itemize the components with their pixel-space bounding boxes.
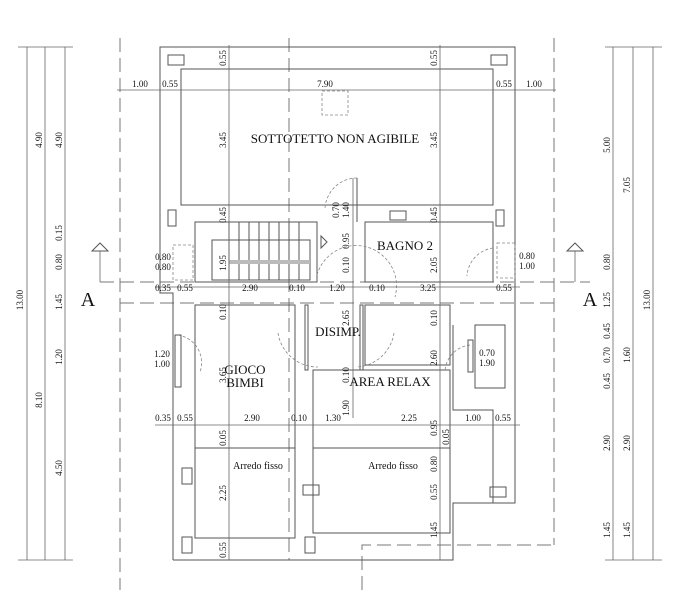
dim-label: 0.10 [369,283,385,293]
dim-label: 0.10 [218,304,228,320]
dim-label: 0.45 [429,207,439,223]
dimension-lines [18,45,662,561]
dim-label: 0.55 [429,484,439,500]
dim-label: 0.55 [162,79,178,89]
dim-label: 0.55 [218,50,228,66]
dim-label: 1.25 [602,292,612,308]
dim-label: 1.00 [465,413,481,423]
dim-label: 7.90 [317,79,333,89]
dim-label: 1.60 [622,347,632,363]
dim-label: 1.20 [54,349,64,365]
room-labels: SOTTOTETTO NON AGIBILE BAGNO 2 DISIMP. G… [224,131,433,472]
dim-label: 0.35 [155,413,171,423]
dim-label: 7.05 [622,177,632,193]
dim-label: 1.00 [526,79,542,89]
dim-label: 4.50 [54,460,64,476]
dim-label: 3.45 [218,132,228,148]
dim-label: 0.55 [177,283,193,293]
dim-label: 0.05 [441,429,451,445]
vertical-dimension-labels: 0.55 3.45 0.45 1.95 0.10 3.65 0.05 2.25 … [15,50,652,558]
boundary-lines [100,38,590,590]
dim-label: 2.65 [341,310,351,326]
opening-labels: 0.80 0.80 0.80 1.00 1.20 1.00 0.70 1.90 [154,251,535,369]
dim-label: 8.10 [34,392,44,408]
dim-label: 2.90 [602,435,612,451]
opening-label: 1.90 [479,358,495,368]
dim-label: 1.95 [218,255,228,271]
fixed-furniture-right: Arredo fisso [368,461,418,472]
dim-label: 0.10 [429,310,439,326]
opening-label: 0.70 [479,348,495,358]
opening-label: 1.00 [519,261,535,271]
door-swings [172,177,516,388]
dim-label: 0.45 [602,323,612,339]
section-markers: A A [81,242,598,311]
dim-label: 1.45 [622,522,632,538]
dim-label: 0.80 [54,254,64,270]
dim-label: 2.90 [244,413,260,423]
opening-label: 1.00 [154,359,170,369]
dim-label: 0.55 [495,413,511,423]
dim-label: 0.10 [341,367,351,383]
room-bath: BAGNO 2 [377,238,433,253]
section-label-left: A [81,289,96,311]
section-label-right: A [583,289,598,311]
dim-label: 1.40 [341,202,351,218]
room-hall: DISIMP. [315,324,361,339]
dim-label: 13.00 [15,289,25,310]
dim-label: 4.90 [54,132,64,148]
dim-label: 2.60 [429,350,439,366]
opening-label: 0.80 [155,252,171,262]
dim-label: 2.25 [401,413,417,423]
dim-label: 0.15 [54,225,64,241]
dim-label: 2.90 [622,435,632,451]
dim-label: 0.10 [291,413,307,423]
dim-label: 13.00 [642,289,652,310]
dim-label: 1.45 [54,294,64,310]
dim-label: 0.80 [602,254,612,270]
dim-label: 1.90 [341,400,351,416]
dim-label: 0.45 [602,373,612,389]
dim-label: 0.45 [218,207,228,223]
horizontal-dimension-labels: 1.00 0.55 7.90 0.55 1.00 0.35 0.55 2.90 … [132,79,542,423]
dim-label: 1.00 [132,79,148,89]
dim-label: 0.70 [602,347,612,363]
dim-label: 2.90 [242,283,258,293]
dim-label: 0.55 [496,283,512,293]
dim-label: 5.00 [602,137,612,153]
dim-label: 3.25 [420,283,436,293]
walls [159,46,516,561]
dim-label: 4.90 [34,132,44,148]
dim-label: 0.80 [429,456,439,472]
opening-label: 0.80 [519,251,535,261]
dim-label: 1.45 [429,522,439,538]
dim-label: 0.55 [177,413,193,423]
dim-label: 0.70 [331,202,341,218]
dim-label: 0.55 [429,50,439,66]
room-play-line1: GIOCO [224,362,265,377]
dim-label: 0.55 [218,542,228,558]
dim-label: 3.65 [218,367,228,383]
room-attic: SOTTOTETTO NON AGIBILE [251,131,420,146]
dim-label: 2.05 [429,257,439,273]
room-play-line2: BIMBI [226,375,264,390]
dim-label: 0.95 [341,233,351,249]
dim-label: 0.10 [289,283,305,293]
opening-label: 0.80 [155,262,171,272]
dim-label: 0.95 [429,420,439,436]
dim-label: 1.45 [602,522,612,538]
dim-label: 1.20 [329,283,345,293]
fixed-furniture-left: Arredo fisso [233,461,283,472]
dim-label: 0.55 [496,79,512,89]
dim-label: 3.45 [429,132,439,148]
dim-label: 0.05 [218,430,228,446]
dim-label: 0.35 [155,283,171,293]
opening-label: 1.20 [154,349,170,359]
dim-label: 0.10 [341,257,351,273]
pillars [167,54,508,554]
dim-label: 1.30 [325,413,341,423]
dim-label: 2.25 [218,485,228,501]
room-relax: AREA RELAX [349,374,431,389]
